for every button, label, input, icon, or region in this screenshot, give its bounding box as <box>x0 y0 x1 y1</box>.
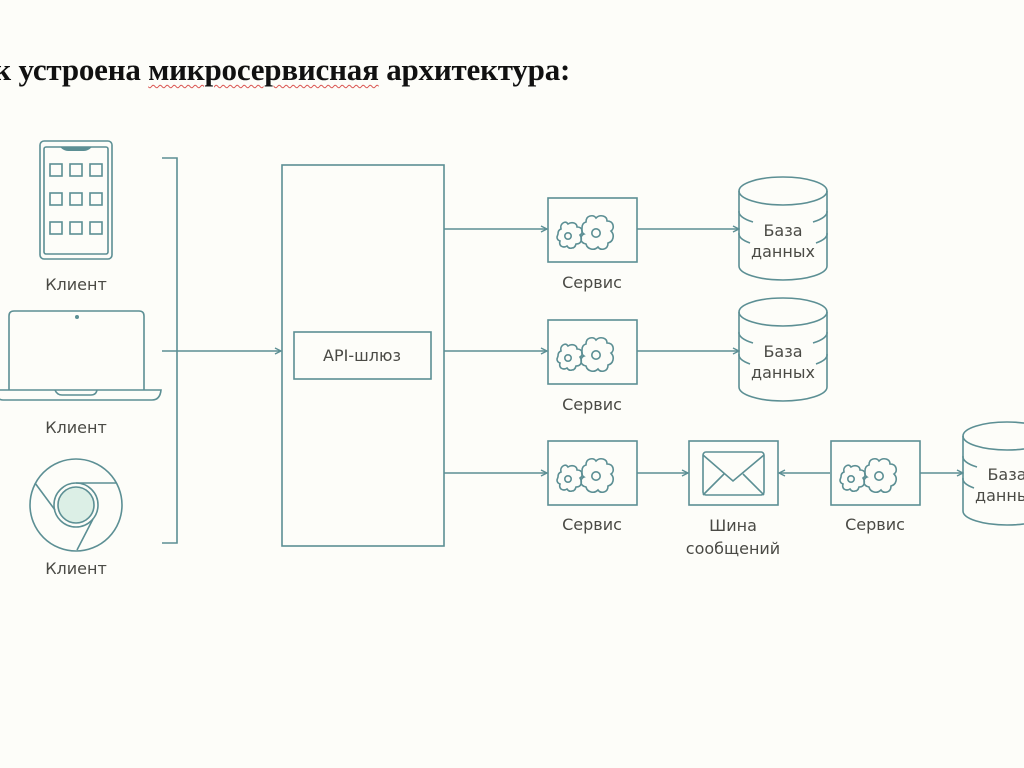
gateway-container <box>281 164 445 547</box>
browser-chrome-icon <box>29 458 123 552</box>
envelope-icon <box>702 451 765 496</box>
service-2[interactable]: Сервис <box>547 319 638 414</box>
client-browser: Клиент <box>29 458 123 578</box>
client-tablet: Клиент <box>39 140 113 294</box>
title-prefix: ак устроена <box>0 52 141 87</box>
title-misspelled-word: микросервисная <box>148 52 379 87</box>
db-label-line1: База <box>987 465 1024 484</box>
service-1[interactable]: Сервис <box>547 197 638 292</box>
bus-label-line1: Шина <box>709 516 757 535</box>
database-1[interactable]: База данных <box>738 176 828 281</box>
message-bus[interactable]: Шина сообщений <box>686 440 780 558</box>
client-label: Клиент <box>45 275 107 294</box>
db-label-line2: данных <box>751 363 815 382</box>
tablet-icon <box>39 140 113 260</box>
database-3[interactable]: База данных <box>962 421 1024 526</box>
client-label: Клиент <box>45 418 107 437</box>
db-label-line1: База <box>763 221 802 240</box>
gears-icon <box>839 457 898 494</box>
gears-icon <box>556 336 615 373</box>
service-label: Сервис <box>562 395 622 414</box>
database-2[interactable]: База данных <box>738 297 828 402</box>
gateway-box[interactable]: API-шлюз <box>293 331 432 380</box>
db-label-line1: База <box>763 342 802 361</box>
db-label-line2: данных <box>751 242 815 261</box>
db-label-line2: данных <box>975 486 1024 505</box>
page-title: ак устроена микросервисная архитектура: <box>0 52 570 88</box>
laptop-icon <box>0 310 162 401</box>
service-3[interactable]: Сервис <box>547 440 638 534</box>
gateway-label: API-шлюз <box>323 346 401 365</box>
service-label: Сервис <box>562 515 622 534</box>
client-label: Клиент <box>45 559 107 578</box>
gears-icon <box>556 214 615 251</box>
bus-label-line2: сообщений <box>686 539 780 558</box>
service-label: Сервис <box>562 273 622 292</box>
service-label: Сервис <box>845 515 905 534</box>
service-consumer[interactable]: Сервис <box>830 440 921 534</box>
gears-icon <box>556 457 615 494</box>
client-laptop: Клиент <box>0 310 162 437</box>
title-suffix: архитектура: <box>378 52 571 87</box>
